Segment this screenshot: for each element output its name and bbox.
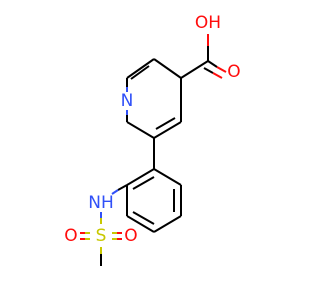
bond — [126, 215, 155, 233]
sulfur-label: S — [96, 226, 107, 246]
bond — [207, 60, 218, 68]
bond — [153, 58, 182, 79]
bond — [132, 211, 155, 225]
pyridine-nitrogen-label: N — [121, 91, 134, 111]
structure-diagram: OH O N NH S O O — [64, 13, 241, 266]
bond — [203, 67, 214, 74]
molecule-canvas: OH O N NH S O O — [64, 13, 241, 266]
bond — [153, 121, 182, 139]
benzene-ring — [126, 168, 182, 233]
bond — [180, 60, 209, 79]
bond — [212, 72, 223, 79]
bond — [216, 66, 227, 73]
bond — [111, 189, 119, 195]
bond — [153, 215, 182, 233]
bond — [155, 117, 176, 130]
bond — [117, 184, 128, 191]
hydroxyl-label: OH — [195, 13, 221, 33]
sulfonyl-oxygen-right-label: O — [124, 226, 137, 246]
sulfonamide-group — [80, 184, 128, 266]
pyridine-ring — [126, 58, 182, 139]
carboxylic-acid-group — [180, 34, 227, 79]
bond — [126, 58, 155, 79]
bond — [126, 168, 155, 186]
bond — [130, 65, 150, 80]
bond — [126, 121, 155, 139]
sulfonyl-oxygen-left-label: O — [64, 226, 77, 246]
carbonyl-oxygen-label: O — [227, 62, 240, 82]
bond — [153, 168, 182, 186]
amine-nh-label: NH — [88, 193, 114, 213]
bond — [132, 176, 155, 190]
